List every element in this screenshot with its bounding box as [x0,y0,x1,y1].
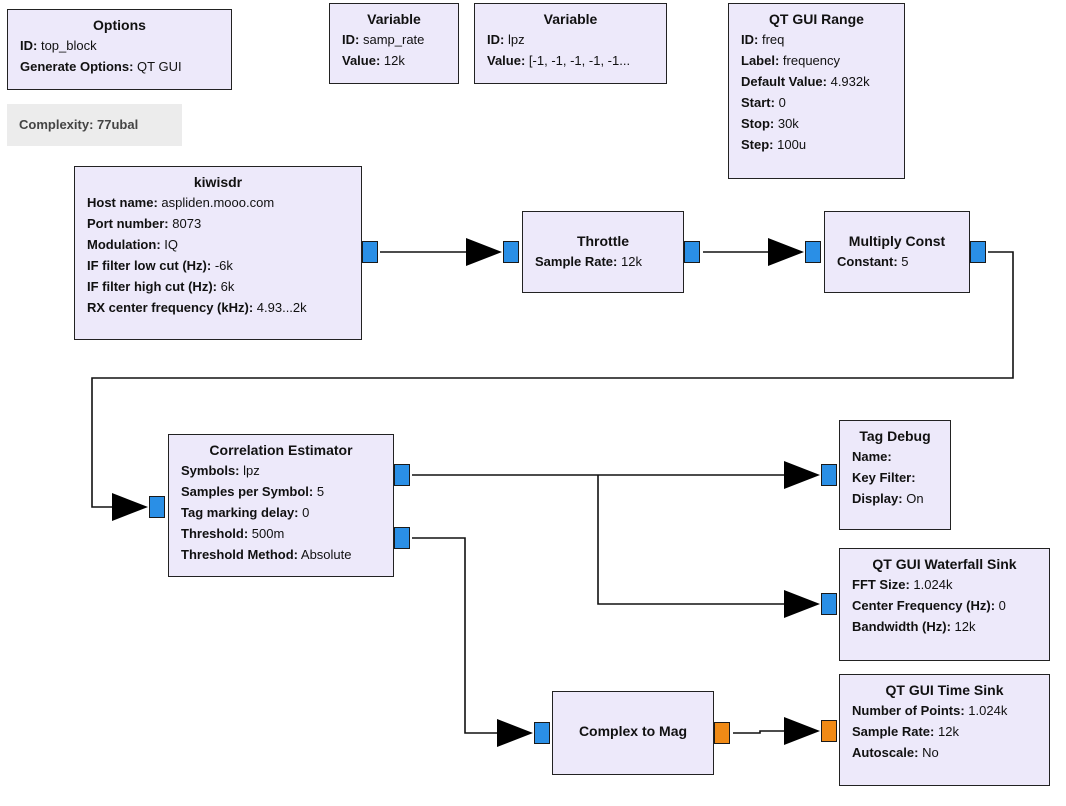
kiwisdr-row-lowcut: IF filter low cut (Hz): -6k [87,258,233,273]
tag-debug-row-name: Name: [852,449,892,464]
wire-corr-c2mag [412,537,498,734]
correlation-estimator-block[interactable]: Correlation Estimator Symbols: lpz Sampl… [168,434,394,577]
multiply-const-title: Multiply Const [848,233,946,249]
throttle-block[interactable]: Throttle Sample Rate: 12k [522,211,684,293]
correlation-estimator-row-method: Threshold Method: Absolute [181,547,352,562]
multiply-const-row-constant: Constant: 5 [837,254,909,269]
qt-gui-range-row-id: ID: freq [741,32,785,47]
wire-multiply-corr [91,251,1014,508]
kiwisdr-block[interactable]: kiwisdr Host name: aspliden.mooo.com Por… [74,166,362,340]
arrow-c2mag-in [497,719,533,747]
throttle-title: Throttle [576,233,630,249]
variable-samp-rate-title: Variable [367,11,421,27]
tag-debug-in-port[interactable] [821,464,837,486]
options-row-generate: Generate Options: QT GUI [20,59,182,74]
time-sink-row-points: Number of Points: 1.024k [852,703,1008,718]
correlation-estimator-row-threshold: Threshold: 500m [181,526,285,541]
qt-gui-range-row-default: Default Value: 4.932k [741,74,870,89]
arrow-tagdebug-in [784,461,820,489]
qt-gui-range-title: QT GUI Range [769,11,864,27]
correlation-estimator-row-delay: Tag marking delay: 0 [181,505,310,520]
wire-corr-waterfall [597,475,785,605]
qt-gui-range-row-stop: Stop: 30k [741,116,799,131]
complex-to-mag-title: Complex to Mag [578,723,688,739]
correlation-estimator-title: Correlation Estimator [209,442,353,458]
variable-lpz-title: Variable [543,11,598,27]
throttle-in-port[interactable] [503,241,519,263]
arrow-throttle-in [466,238,502,266]
wire-c2mag-timesink [733,730,785,734]
arrow-waterfall-in [784,590,820,618]
correlation-estimator-in-port[interactable] [149,496,165,518]
qt-gui-range-row-start: Start: 0 [741,95,786,110]
options-row-id: ID: top_block [20,38,97,53]
complex-to-mag-in-port[interactable] [534,722,550,744]
waterfall-sink-in-port[interactable] [821,593,837,615]
waterfall-sink-block[interactable]: QT GUI Waterfall Sink FFT Size: 1.024k C… [839,548,1050,661]
variable-samp-rate-row-id: ID: samp_rate [342,32,425,47]
time-sink-block[interactable]: QT GUI Time Sink Number of Points: 1.024… [839,674,1050,786]
throttle-row-rate: Sample Rate: 12k [535,254,642,269]
variable-samp-rate-row-value: Value: 12k [342,53,405,68]
complex-to-mag-block[interactable]: Complex to Mag [552,691,714,775]
arrow-multiply-in [768,238,804,266]
multiply-const-in-port[interactable] [805,241,821,263]
variable-lpz-row-id: ID: lpz [487,32,525,47]
arrow-timesink-in [784,717,820,745]
variable-samp-rate-block[interactable]: Variable ID: samp_rate Value: 12k [329,3,459,84]
kiwisdr-title: kiwisdr [193,174,243,190]
kiwisdr-row-port: Port number: 8073 [87,216,202,231]
variable-lpz-row-value: Value: [-1, -1, -1, -1, -1... [487,53,631,68]
waterfall-sink-row-fft: FFT Size: 1.024k [852,577,953,592]
tag-debug-title: Tag Debug [859,428,931,444]
correlation-estimator-out-port-1[interactable] [394,464,410,486]
kiwisdr-row-host: Host name: aspliden.mooo.com [87,195,275,210]
throttle-out-port[interactable] [684,241,700,263]
kiwisdr-row-modulation: Modulation: IQ [87,237,179,252]
complexity-label: Complexity: 77ubal [7,104,182,146]
complex-to-mag-out-port[interactable] [714,722,730,744]
time-sink-title: QT GUI Time Sink [885,682,1004,698]
options-block[interactable]: Options ID: top_block Generate Options: … [7,9,232,90]
multiply-const-block[interactable]: Multiply Const Constant: 5 [824,211,970,293]
correlation-estimator-out-port-2[interactable] [394,527,410,549]
options-title: Options [93,17,146,33]
waterfall-sink-title: QT GUI Waterfall Sink [872,556,1017,572]
kiwisdr-out-port[interactable] [362,241,378,263]
kiwisdr-row-highcut: IF filter high cut (Hz): 6k [87,279,235,294]
variable-lpz-block[interactable]: Variable ID: lpz Value: [-1, -1, -1, -1,… [474,3,667,84]
correlation-estimator-row-sps: Samples per Symbol: 5 [181,484,325,499]
kiwisdr-row-rxfreq: RX center frequency (kHz): 4.93...2k [87,300,307,315]
qt-gui-range-row-step: Step: 100u [741,137,807,152]
waterfall-sink-row-bandwidth: Bandwidth (Hz): 12k [852,619,976,634]
tag-debug-row-keyfilter: Key Filter: [852,470,916,485]
multiply-const-out-port[interactable] [970,241,986,263]
tag-debug-row-display: Display: On [852,491,924,506]
correlation-estimator-row-symbols: Symbols: lpz [181,463,260,478]
arrow-corr-in [112,493,148,521]
qt-gui-range-block[interactable]: QT GUI Range ID: freq Label: frequency D… [728,3,905,179]
qt-gui-range-row-label: Label: frequency [741,53,841,68]
time-sink-row-autoscale: Autoscale: No [852,745,939,760]
tag-debug-block[interactable]: Tag Debug Name: Key Filter: Display: On [839,420,951,530]
time-sink-row-rate: Sample Rate: 12k [852,724,959,739]
time-sink-in-port[interactable] [821,720,837,742]
waterfall-sink-row-center: Center Frequency (Hz): 0 [852,598,1006,613]
